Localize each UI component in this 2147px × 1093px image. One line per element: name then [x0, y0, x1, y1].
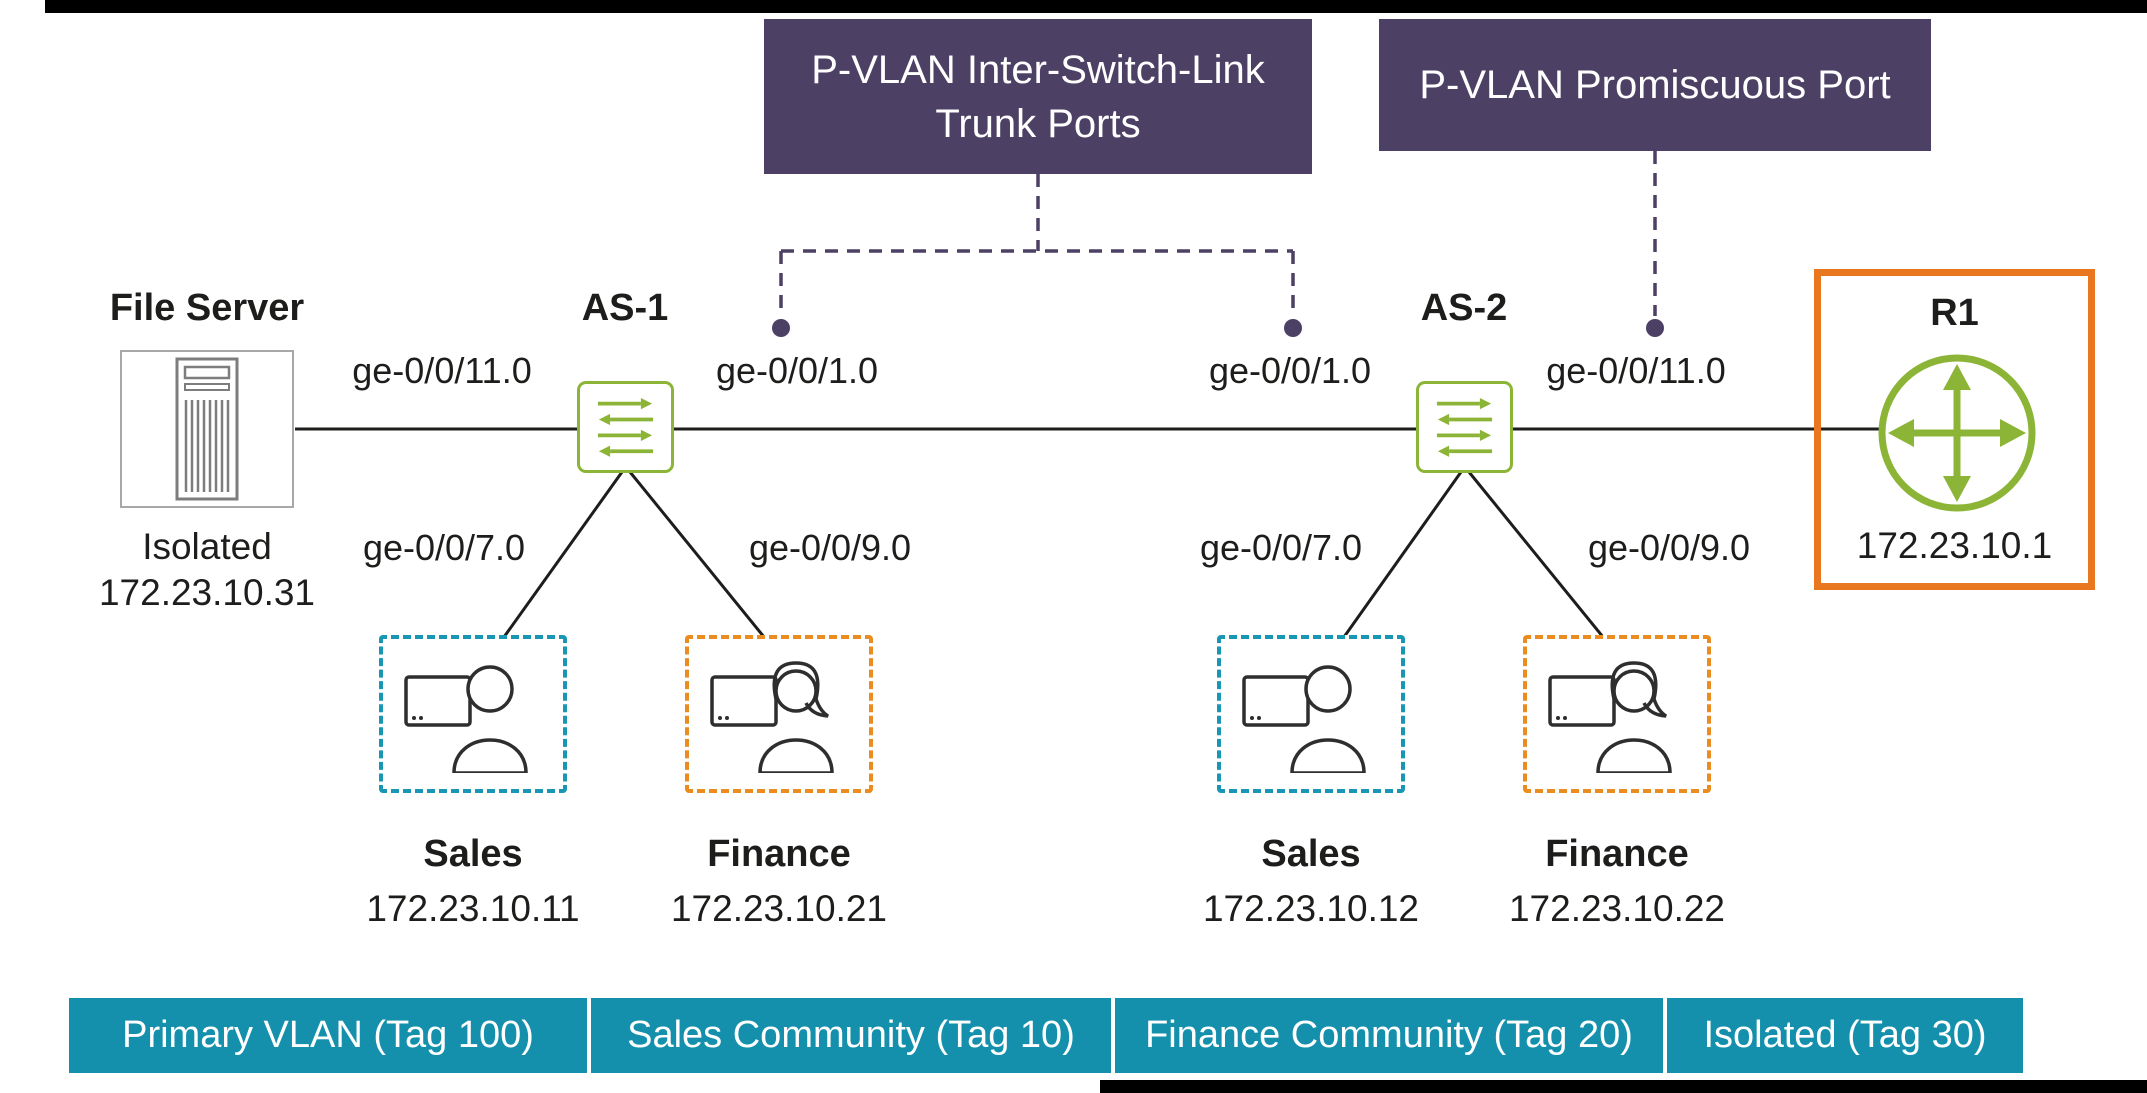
endpoint-ip: 172.23.10.22	[1508, 888, 1726, 929]
legend-isolated: Isolated (Tag 30)	[1663, 998, 2023, 1073]
server-tower-icon	[175, 357, 239, 501]
file-server-mode: Isolated	[142, 526, 272, 567]
endpoint-ip: 172.23.10.21	[670, 888, 888, 929]
endpoint-name: Finance	[707, 833, 851, 875]
as2-label: AS-2	[1420, 287, 1508, 329]
as1-label: AS-1	[581, 287, 669, 329]
r1-router-box: R1 172.23.10.1	[1814, 269, 2095, 590]
promiscuous-port-dot	[1646, 319, 1664, 337]
as1-finance-link-line	[628, 471, 766, 638]
legend-finance-community: Finance Community (Tag 20)	[1111, 998, 1663, 1073]
endpoint-finance-2: Finance 172.23.10.22	[1487, 635, 1747, 930]
endpoint-sales-1: Sales 172.23.10.11	[343, 635, 603, 930]
port-as2-finance: ge-0/0/9.0	[1587, 527, 1751, 568]
endpoint-name: Sales	[1261, 833, 1361, 875]
file-server-ip: 172.23.10.31	[98, 572, 316, 613]
female-user-workstation-icon	[710, 661, 834, 773]
file-server-label: File Server	[109, 287, 305, 329]
port-as2-left: ge-0/0/1.0	[1208, 350, 1372, 391]
as1-switch-icon	[577, 381, 674, 473]
port-as1-left: ge-0/0/11.0	[352, 350, 532, 391]
legend-sales-community: Sales Community (Tag 10)	[587, 998, 1111, 1073]
endpoint-ip: 172.23.10.11	[366, 888, 580, 929]
endpoint-name: Sales	[423, 833, 523, 875]
r1-label: R1	[1930, 292, 1979, 334]
port-as1-sales: ge-0/0/7.0	[362, 527, 526, 568]
switch-arrows-icon	[597, 398, 654, 457]
as2-finance-link-line	[1467, 471, 1605, 638]
legend-primary-vlan: Primary VLAN (Tag 100)	[69, 998, 587, 1073]
top-edge-bar	[45, 0, 2147, 13]
trunk-port-dot-as2	[1284, 319, 1302, 337]
file-server-group: Isolated 172.23.10.31	[62, 350, 352, 614]
callout-promiscuous-port: P-VLAN Promiscuous Port	[1379, 19, 1931, 151]
as2-switch-icon	[1416, 381, 1513, 473]
male-user-workstation-icon	[404, 665, 528, 773]
callout-pointer-dashed-lines	[779, 151, 1657, 316]
r1-ip: 172.23.10.1	[1856, 525, 2053, 566]
vlan-legend: Primary VLAN (Tag 100) Sales Community (…	[69, 998, 2023, 1073]
endpoint-name: Finance	[1545, 833, 1689, 875]
callout-trunk-ports: P-VLAN Inter-Switch-Link Trunk Ports	[764, 19, 1312, 174]
female-user-workstation-icon	[1548, 661, 1672, 773]
endpoint-ip: 172.23.10.12	[1202, 888, 1420, 929]
router-icon	[1878, 354, 2036, 512]
trunk-port-dot-as1	[772, 319, 790, 337]
endpoint-box	[379, 635, 567, 793]
file-server-box	[120, 350, 294, 508]
port-as1-right: ge-0/0/1.0	[715, 350, 879, 391]
port-as2-sales: ge-0/0/7.0	[1199, 527, 1363, 568]
endpoint-finance-1: Finance 172.23.10.21	[649, 635, 909, 930]
endpoint-box	[1523, 635, 1711, 793]
bottom-edge-bar	[1100, 1080, 2147, 1093]
port-as1-finance: ge-0/0/9.0	[748, 527, 912, 568]
port-as2-right: ge-0/0/11.0	[1546, 350, 1726, 391]
endpoint-box	[685, 635, 873, 793]
endpoint-sales-2: Sales 172.23.10.12	[1181, 635, 1441, 930]
endpoint-box	[1217, 635, 1405, 793]
as1-sales-link-line	[502, 471, 624, 638]
male-user-workstation-icon	[1242, 665, 1366, 773]
switch-arrows-icon	[1436, 398, 1493, 457]
as2-sales-link-line	[1342, 471, 1463, 638]
